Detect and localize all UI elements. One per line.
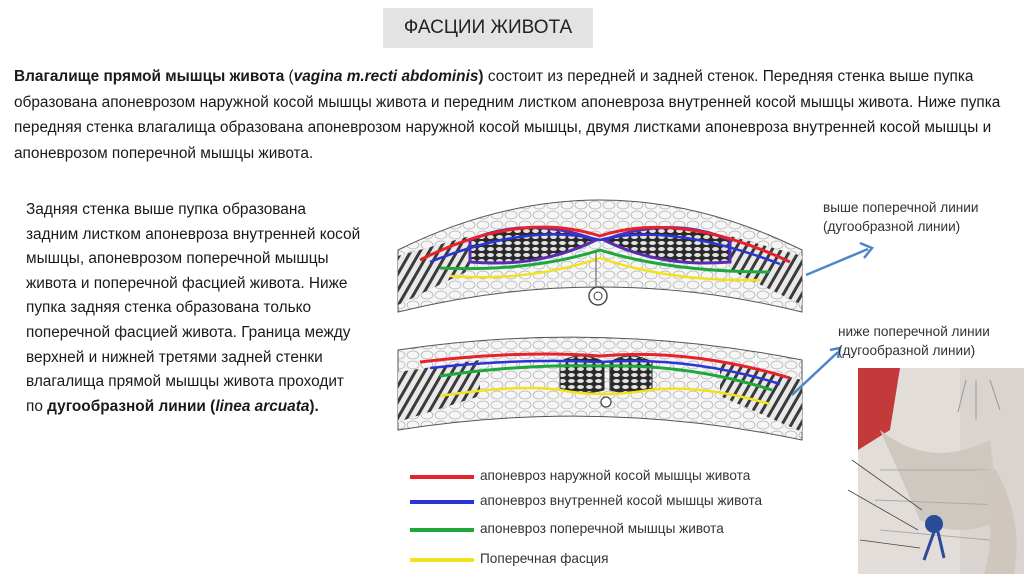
posterior-wall-paragraph: Задняя стенка выше пупка образована задн… <box>26 198 362 419</box>
intro-paragraph: Влагалище прямой мышцы живота (vagina m.… <box>14 64 1004 166</box>
upper-cross-section <box>397 199 875 313</box>
intro-rest: состоит из передней и задней стенок. Пер… <box>14 68 1001 162</box>
label-below-line-1: ниже поперечной линии <box>838 324 990 339</box>
left-paren-close: ). <box>309 397 319 415</box>
arcuate-line-latin: linea arcuata <box>215 397 310 415</box>
intro-paren-open: ( <box>284 68 294 85</box>
anatomy-illustration <box>847 368 1024 574</box>
intro-latin-term: vagina m.recti abdominis <box>293 68 479 85</box>
arcuate-line-term: дугообразной линии <box>47 397 206 415</box>
label-below-arcuate-line: ниже поперечной линии (дугообразной лини… <box>838 322 990 360</box>
posterior-wall-body: Задняя стенка выше пупка образована задн… <box>26 201 361 415</box>
page-title: ФАСЦИИ ЖИВОТА <box>383 8 593 48</box>
intro-paren-close: ) <box>478 68 484 85</box>
lower-cross-section <box>397 336 842 441</box>
left-paren-open: ( <box>205 397 216 415</box>
legend-item-transverse-fascia: Поперечная фасция <box>480 551 609 566</box>
legend-item-internal-oblique: апоневроз внутренней косой мышцы живота <box>480 493 763 508</box>
legend-item-transverse-muscle: апоневроз поперечной мышцы живота <box>480 521 724 536</box>
legend-swatches <box>410 475 474 562</box>
label-below-line-2: (дугообразной линии) <box>838 343 976 358</box>
page-title-text: ФАСЦИИ ЖИВОТА <box>403 17 573 38</box>
legend-item-external-oblique: апоневроз наружной косой мышцы живота <box>480 468 751 483</box>
label-above-line-2: (дугообразной линии) <box>823 219 961 234</box>
label-above-arcuate-line: выше поперечной линии (дугообразной лини… <box>823 198 979 236</box>
label-above-line-1: выше поперечной линии <box>823 200 979 215</box>
intro-term: Влагалище прямой мышцы живота <box>14 68 285 85</box>
